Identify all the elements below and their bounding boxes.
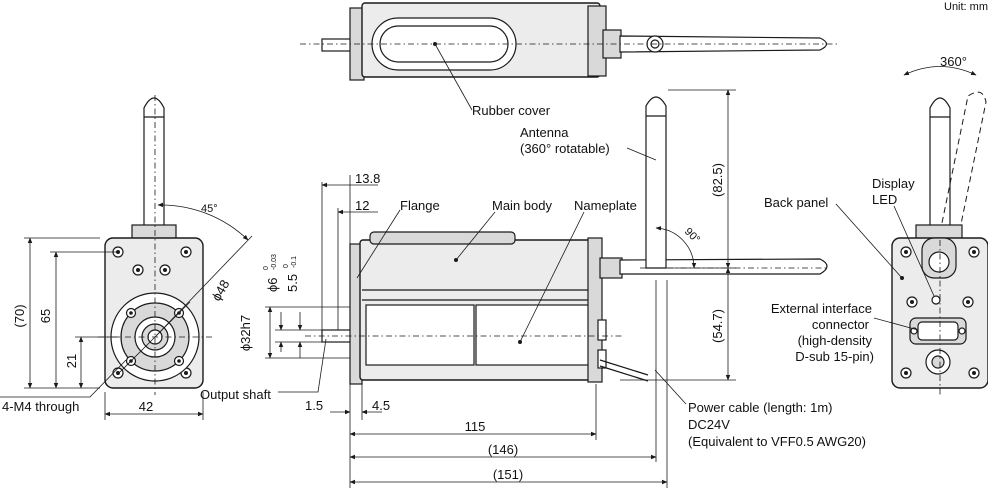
connector-label: connector [812,317,870,332]
dim-42: 42 [139,399,153,414]
dim-360deg: 360° [940,54,967,69]
dim-146: (146) [488,442,518,457]
unit-label: Unit: mm [944,1,988,13]
display-label: Display [872,176,915,191]
antenna-rotatable-label: (360° rotatable) [520,141,610,156]
dim-21: 21 [64,354,79,368]
dim-phi6-lower-tol: -0.03 [271,254,278,270]
rubber-cover-label: Rubber cover [472,103,551,118]
side-panel-left [365,304,475,366]
top-view [300,2,838,111]
front-bottom-dims [0,359,204,420]
side-nameplate [475,304,595,366]
dim-13-8: 13.8 [355,171,380,186]
dim-70: (70) [12,304,27,327]
side-top-dims [321,175,378,330]
flange-label: Flange [400,198,440,213]
side-antenna-base [599,257,623,279]
dim-4-5: 4.5 [372,398,390,413]
dim-phi6: ϕ6 [265,277,280,292]
through-label: 4-M4 through [2,399,79,414]
side-right-dims [620,89,736,381]
antenna-label: Antenna [520,125,569,140]
dim-82-5: (82.5) [710,163,725,197]
main-body-label: Main body [492,198,552,213]
dim-phi32: ϕ32h7 [238,315,253,351]
back-leaders [835,203,935,331]
side-view [305,96,828,385]
high-density-label: (high-density [798,333,873,348]
side-bottom-dims [330,280,668,488]
back-screws [900,246,980,379]
output-shaft-leader [278,338,327,393]
front-vertical-dims [24,237,120,389]
dim-5-5: 5.5 [285,274,300,292]
dim-45deg: 45° [201,203,218,215]
back-antenna-rotated [933,91,987,269]
back-360-arc [903,66,977,76]
output-shaft-label: Output shaft [200,387,271,402]
led-label: LED [872,192,897,207]
front-view [98,95,253,395]
dim-phi48: ϕ48 [209,277,233,303]
dim-65: 65 [38,309,53,323]
dim-5-5-upper-tol: 0 [283,264,290,268]
dim-115: 115 [465,419,486,434]
display-led [931,295,941,305]
back-view [891,66,988,395]
side-shaft-dims [265,306,350,359]
top-shaft [321,38,353,52]
dim-5-5-lower-tol: -0.1 [291,256,298,268]
back-antenna [929,97,951,241]
dim-151: (151) [493,467,523,482]
dim-1-5: 1.5 [305,398,323,413]
front-antenna [143,97,165,241]
side-leaders [356,147,687,405]
side-back-panel [587,237,603,383]
power-voltage-label: DC24V [688,417,730,432]
side-antenna-vertical [645,96,667,269]
side-90deg-arc [655,226,697,269]
power-cable [599,359,649,376]
nameplate-label: Nameplate [574,198,637,213]
power-wire-label: (Equivalent to VFF0.5 AWG20) [688,434,866,449]
dim-phi6-upper-tol: 0 [263,266,270,270]
dim-12: 12 [355,198,369,213]
dim-54-7: (54.7) [710,309,725,343]
dsub-label: D-sub 15-pin) [795,349,874,364]
rubber-cover-leader [434,43,473,111]
ext-interface-label: External interface [771,301,872,316]
front-45deg-arc [157,202,249,241]
power-cable-label: Power cable (length: 1m) [688,400,833,415]
back-panel-label: Back panel [764,195,828,210]
